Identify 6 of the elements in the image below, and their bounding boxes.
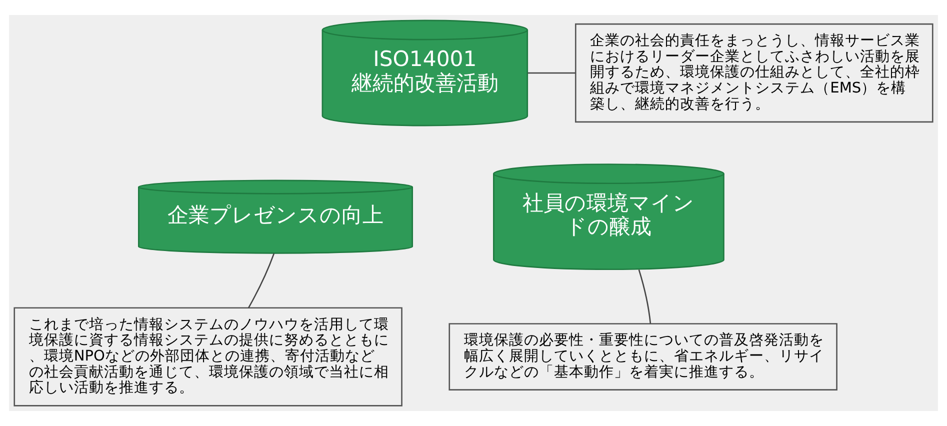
connector xyxy=(638,269,652,324)
node-box: これまで培った情報システムのノウハウを活用して環境保護に資する情報システムの提供に努めるとともに、環境NPOなどの外部団体との連携、寄付活動などの社会貢献活動を通じて、環境保護の領域で当社に相応しい活動を推進する。 xyxy=(14,307,402,406)
node-box: 環境保護の必要性・重要性についての普及啓発活動を幅広く展開していくとともに、省エネルギー、リサイクルなどの「基本動作」を着実に推進する。 xyxy=(448,323,838,390)
node-box: 企業の社会的責任をまっとうし、情報サービス業におけるリーダー企業としてふさわしい活動を展開するため、環境保護の仕組みとして、全社的枠組みで環境マネジメントシステム（EMS）を構築し、継続的改善を行う。 xyxy=(574,23,934,123)
connector xyxy=(528,72,576,74)
connector xyxy=(248,253,275,308)
